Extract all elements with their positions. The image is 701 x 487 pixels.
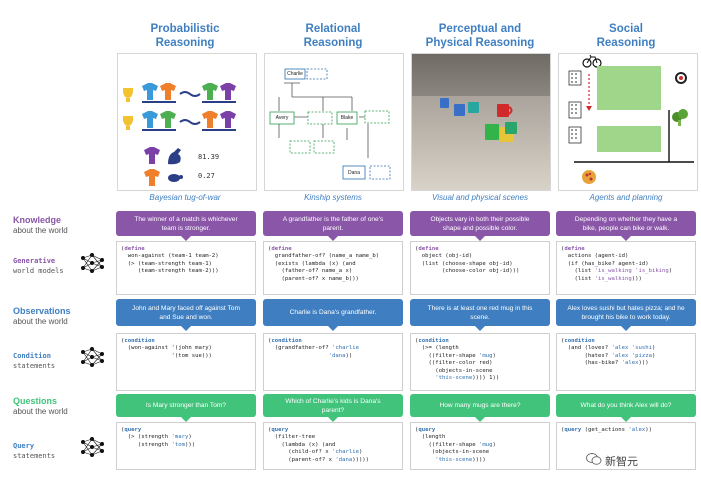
shirt-icon: [144, 147, 160, 164]
knowledge-bubble: Depending on whether they have a bike, p…: [556, 211, 696, 241]
mugs-scene-image: [412, 54, 550, 190]
kinship-name-charlie: Charlie: [287, 71, 303, 77]
question-bubble: What do you think Alex will do?: [556, 394, 696, 422]
building-icon: [568, 70, 582, 86]
sushi-icon: [675, 72, 687, 84]
query-code-box: (query (length ((filter-shape 'mug) (obj…: [410, 422, 550, 470]
row-label-query: Query statements: [13, 442, 56, 460]
neural-network-icon: [81, 347, 104, 367]
question-bubble: How many mugs are there?: [410, 394, 550, 422]
query-code-box: (query (filter-tree (lambda (x) (and (ch…: [263, 422, 403, 470]
caption-kinship: Kinship systems: [304, 193, 362, 202]
shirt-icon: [160, 111, 176, 128]
shirt-icon: [142, 83, 158, 100]
mug-icon: [497, 104, 513, 117]
pizza-icon: [582, 170, 596, 184]
query-code-box: (query (> (strength 'mary) (strength 'to…: [116, 422, 256, 470]
knowledge-bubble: Objects vary in both their possible shap…: [410, 211, 550, 241]
mug-icon: [505, 122, 517, 134]
bike-icon: [582, 54, 602, 68]
shirt-icon: [142, 111, 158, 128]
shirt-icon: [202, 83, 218, 100]
mug-icon: [468, 102, 479, 113]
mug-icon: [440, 98, 449, 108]
tug-score-2: 0.27: [198, 172, 215, 180]
building-icon: [568, 101, 582, 119]
knowledge-bubble: The winner of a match is whichever team …: [116, 211, 256, 241]
condition-code-box: (condition (grandfather-of? 'charlie 'da…: [263, 333, 403, 391]
broccoli-icon: [672, 109, 688, 126]
query-code-box: (query (get_actions 'alex)): [556, 422, 696, 470]
condition-code-box: (condition (>= (length ((filter-shape 'm…: [410, 333, 550, 391]
tug-of-war-illustration: 81.39 0.27: [117, 53, 257, 191]
mug-icon: [485, 124, 499, 140]
knowledge-bubble: A grandfather is the father of one's par…: [263, 211, 403, 241]
observation-bubble: There is at least one red mug in this sc…: [410, 299, 550, 331]
row-label-generative: Generative world models: [13, 257, 64, 275]
shirt-icon: [220, 83, 236, 100]
agents-map-illustration: [558, 53, 698, 191]
caption-agents-planning: Agents and planning: [589, 193, 663, 202]
caption-tug-of-war: Bayesian tug-of-war: [149, 193, 221, 202]
rope-icon: [179, 119, 201, 125]
rope-icon: [179, 91, 201, 97]
kinship-name-dana: Dana: [348, 170, 360, 176]
neural-network-icon: [81, 253, 104, 273]
row-sublabel-questions: about the world: [13, 407, 68, 416]
row-label-knowledge: Knowledge: [13, 215, 62, 225]
mug-icon: [454, 104, 465, 116]
define-code-box: (define actions (agent-id) (if (has_bike…: [556, 241, 696, 295]
define-code-box: (define grandfather-of? (name_a name_b) …: [263, 241, 403, 295]
shirt-icon: [220, 111, 236, 128]
define-code-box: (define object (obj-id) (list (choose-sh…: [410, 241, 550, 295]
turtle-icon: [168, 174, 183, 182]
neural-network-icon: [81, 437, 104, 457]
condition-code-box: (condition (and (loves? 'alex 'sushi) (h…: [556, 333, 696, 391]
row-label-observations: Observations: [13, 306, 71, 316]
agents-map: [568, 54, 694, 184]
observation-bubble: John and Mary faced off against Tom and …: [116, 299, 256, 331]
row-sublabel-observations: about the world: [13, 317, 68, 326]
caption-visual-scenes: Visual and physical scenes: [432, 193, 528, 202]
kinship-tree: [269, 68, 391, 180]
trophy-icon: [123, 116, 133, 130]
kinship-name-blake: Blake: [340, 115, 354, 121]
watermark-text: 新智元: [605, 456, 638, 468]
tug-of-war-diagram: [123, 83, 236, 186]
question-bubble: Is Mary stronger than Tom?: [116, 394, 256, 422]
question-bubble: Which of Charlie's kids is Dana's parent…: [263, 394, 403, 422]
row-label-condition: Condition statements: [13, 352, 56, 370]
row-label-questions: Questions: [13, 396, 58, 406]
shirt-icon: [202, 111, 218, 128]
wechat-icon: [586, 453, 602, 465]
building-icon: [568, 126, 582, 144]
trophy-icon: [123, 88, 133, 102]
shirt-icon: [144, 169, 160, 186]
observation-bubble: Charlie is Dana's grandfather.: [263, 299, 403, 331]
define-code-box: (define won-against (team-1 team-2) (> (…: [116, 241, 256, 295]
tug-score-1: 81.39: [198, 153, 220, 161]
kinship-name-avery: Avery: [275, 115, 289, 121]
shirt-icon: [160, 83, 176, 100]
kinship-illustration: Charlie Avery Blake Dana: [264, 53, 404, 191]
mugs-scene-illustration: [411, 53, 551, 191]
observation-bubble: Alex loves sushi but hates pizza; and he…: [556, 299, 696, 331]
muscle-arm-icon: [168, 148, 181, 165]
row-sublabel-knowledge: about the world: [13, 226, 68, 235]
condition-code-box: (condition (won-against '(john mary) '(t…: [116, 333, 256, 391]
